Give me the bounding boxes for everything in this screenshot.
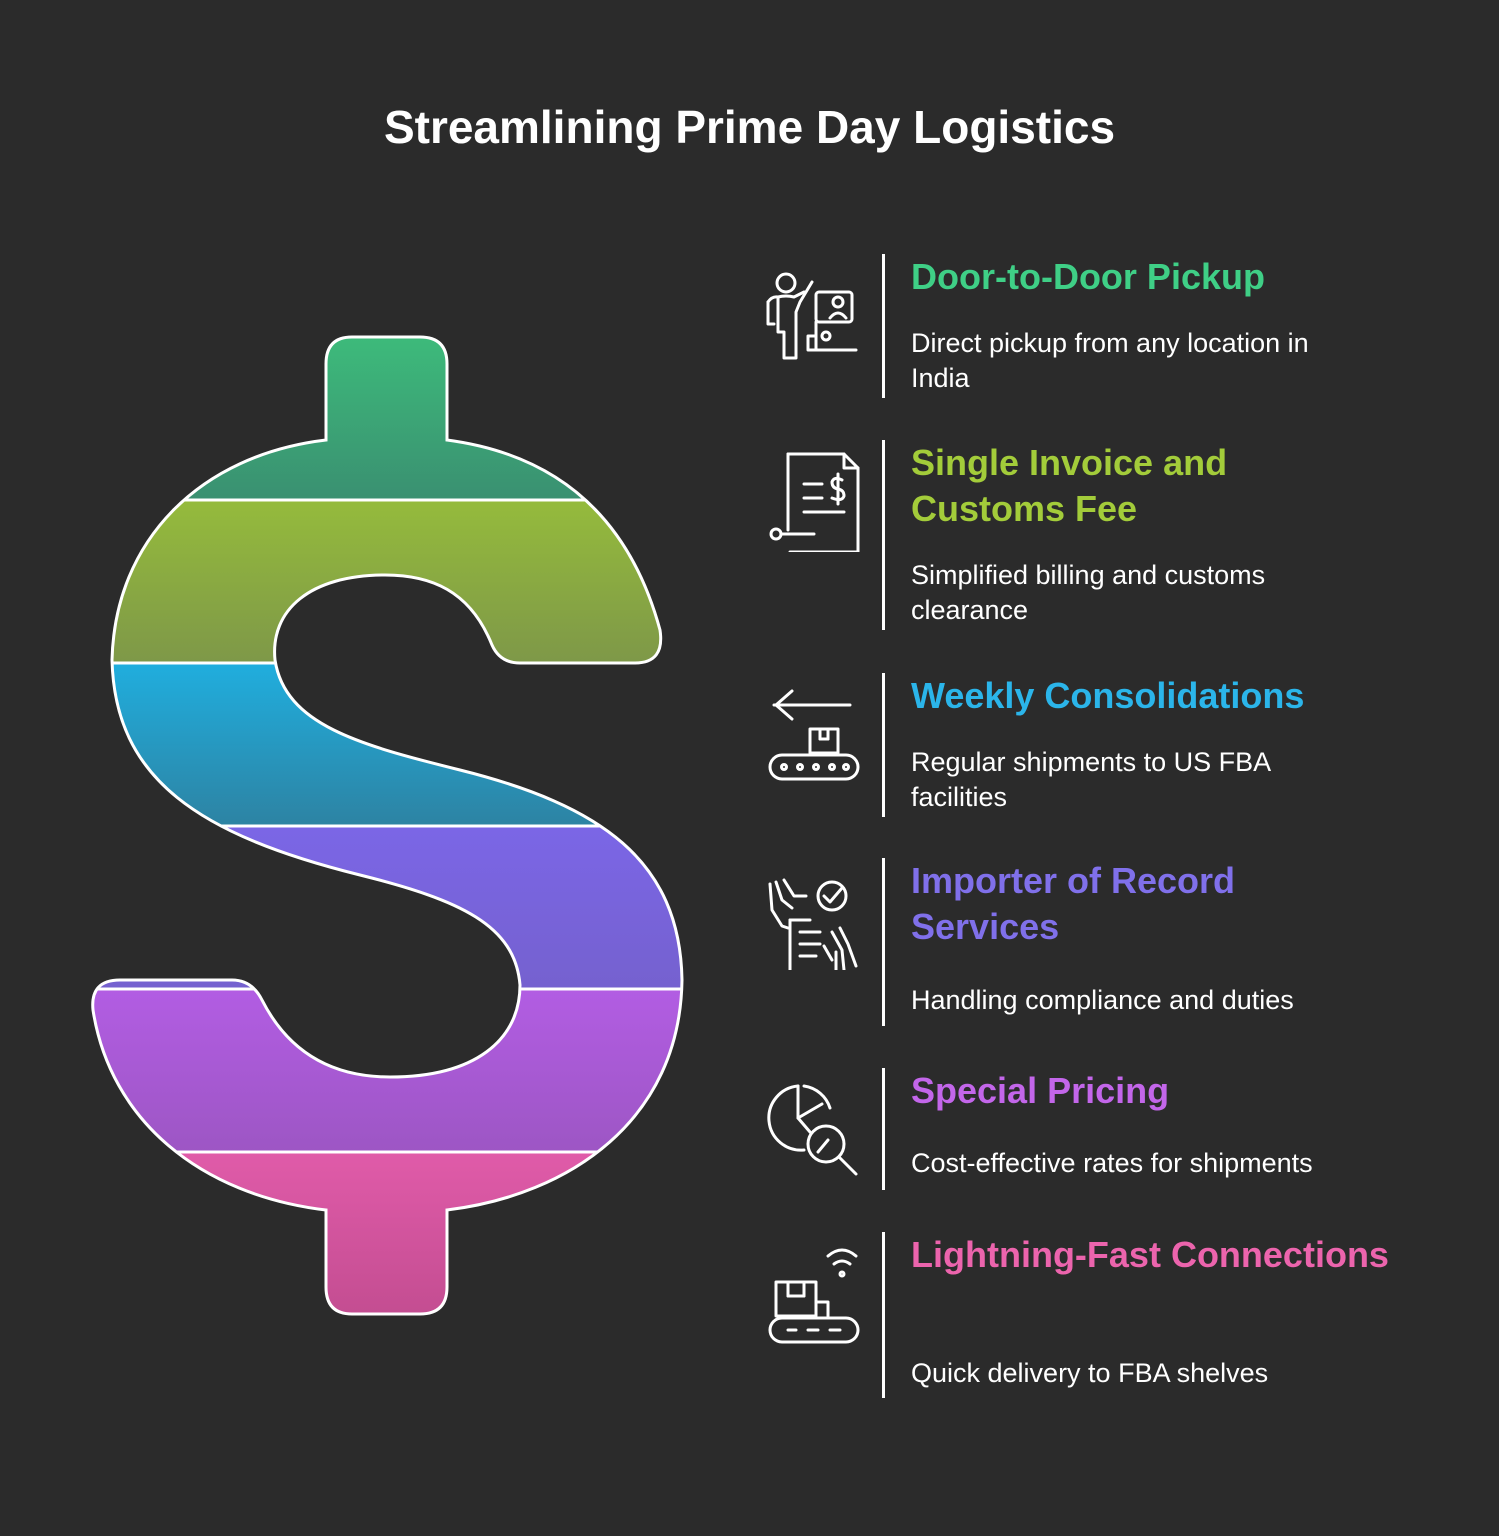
divider [882, 440, 885, 630]
item-description: Simplified billing and customs clearance [911, 560, 1266, 625]
item-description: Quick delivery to FBA shelves [911, 1358, 1269, 1388]
divider [882, 1232, 885, 1398]
item-heading: Weekly Consolidations [911, 675, 1305, 716]
item-heading: Special Pricing [911, 1070, 1170, 1111]
dollar-band-3 [92, 663, 682, 826]
item-description: Handling compliance and duties [911, 985, 1294, 1015]
item-heading: Lightning-Fast Connections [911, 1234, 1389, 1275]
pie-magnifier-icon [760, 1076, 864, 1180]
item-description: Cost-effective rates for shipments [911, 1148, 1313, 1178]
item-description: Direct pickup from any location in India [911, 328, 1309, 393]
item-description: Regular shipments to US FBA facilities [911, 747, 1270, 812]
invoice-dollar-icon [760, 448, 864, 554]
conveyor-wifi-icon [760, 1240, 864, 1344]
page-title: Streamlining Prime Day Logistics [383, 101, 1116, 153]
divider [882, 1068, 885, 1190]
person-pickup-icon [760, 262, 864, 366]
item-heading: Importer of Record Services [911, 860, 1236, 947]
dollar-band-1 [92, 337, 682, 500]
dollar-band-6 [92, 1152, 682, 1314]
item-heading: Single Invoice and Customs Fee [911, 442, 1228, 529]
checklist-hand-icon [760, 866, 864, 974]
divider [882, 254, 885, 398]
dollar-band-2 [92, 500, 682, 663]
divider [882, 858, 885, 1026]
item-heading: Door-to-Door Pickup [911, 256, 1265, 297]
conveyor-arrow-icon [760, 681, 864, 785]
divider [882, 673, 885, 817]
